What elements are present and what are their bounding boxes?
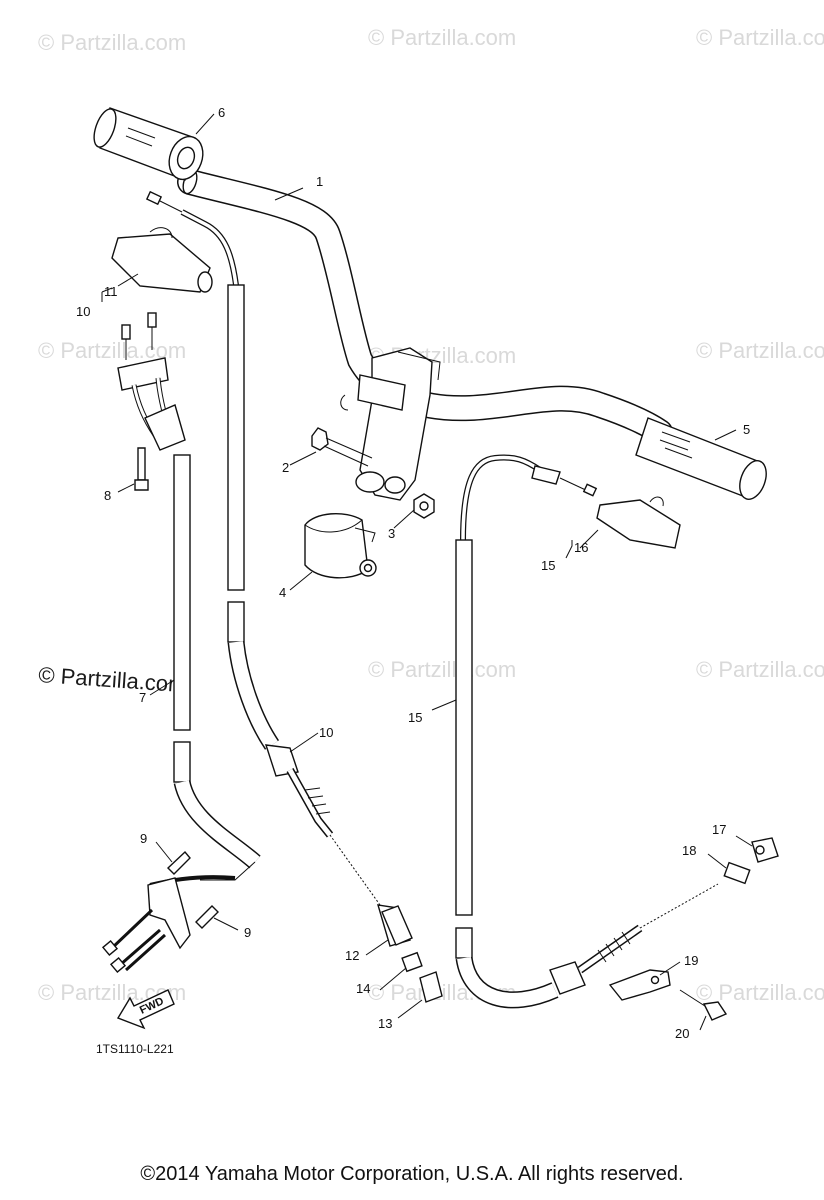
callout-15-lower: 15 <box>408 710 422 725</box>
bolt-20 <box>679 989 728 1021</box>
callout-13: 13 <box>378 1016 392 1031</box>
watermarks: © Partzilla.com © Partzilla.com © Partzi… <box>38 25 824 1005</box>
callout-1: 1 <box>316 174 323 189</box>
callout-16: 16 <box>574 540 588 555</box>
callout-3: 3 <box>388 526 395 541</box>
callout-10-upper: 10 <box>76 304 90 319</box>
callout-9-lower: 9 <box>244 925 251 940</box>
nut-17 <box>751 837 779 863</box>
bracket-19 <box>608 969 671 1001</box>
watermark: © Partzilla.com <box>696 657 824 682</box>
nut-3 <box>413 493 435 519</box>
copyright-notice: ©2014 Yamaha Motor Corporation, U.S.A. A… <box>140 1163 684 1185</box>
bolt-9-lower <box>195 905 219 929</box>
watermark: © Partzilla.com <box>696 25 824 50</box>
callout-6: 6 <box>218 105 225 120</box>
clamp-4 <box>304 512 377 579</box>
callout-20: 20 <box>675 1026 689 1041</box>
adjuster-12 <box>381 905 413 946</box>
nut-18 <box>723 861 751 885</box>
callout-2: 2 <box>282 460 289 475</box>
callout-4: 4 <box>279 585 286 600</box>
nut-14 <box>401 951 423 973</box>
lever-holder-11 <box>111 227 213 293</box>
callout-19: 19 <box>684 953 698 968</box>
right-grip <box>635 417 767 500</box>
bolt-8 <box>134 447 149 491</box>
cable-7 <box>117 312 261 887</box>
watermark: © Partzilla.com <box>38 30 186 55</box>
callout-8: 8 <box>104 488 111 503</box>
callout-14: 14 <box>356 981 370 996</box>
callout-15-upper: 15 <box>541 558 555 573</box>
watermark-prominent: © Partzilla.com <box>38 662 188 697</box>
callout-11: 11 <box>104 284 118 299</box>
handlebar-holder <box>340 347 441 501</box>
callout-5: 5 <box>743 422 750 437</box>
left-grip <box>93 107 204 181</box>
callout-9-upper: 9 <box>140 831 147 846</box>
leader-lines <box>101 113 753 1031</box>
fwd-arrow-icon: FWD <box>116 989 175 1030</box>
watermark: © Partzilla.com <box>696 338 824 363</box>
callout-17: 17 <box>712 822 726 837</box>
nut-13 <box>419 971 443 1003</box>
cable-15 <box>455 454 719 1009</box>
bolt-9-upper <box>166 850 191 875</box>
callout-18: 18 <box>682 843 696 858</box>
diagram-code: 1TS1110-L221 <box>96 1042 174 1056</box>
watermark: © Partzilla.com <box>368 25 516 50</box>
callout-12: 12 <box>345 948 359 963</box>
watermark: © Partzilla.com <box>696 980 824 1005</box>
watermark: © Partzilla.com <box>368 657 516 682</box>
cable-bracket <box>101 877 191 974</box>
bolt-2 <box>311 427 373 467</box>
callout-10-lower: 10 <box>319 725 333 740</box>
callout-7: 7 <box>139 690 146 705</box>
lever-holder-16 <box>596 496 681 549</box>
callout-labels: 1 2 3 4 5 6 7 8 9 9 10 10 11 12 13 14 15… <box>76 105 750 1041</box>
